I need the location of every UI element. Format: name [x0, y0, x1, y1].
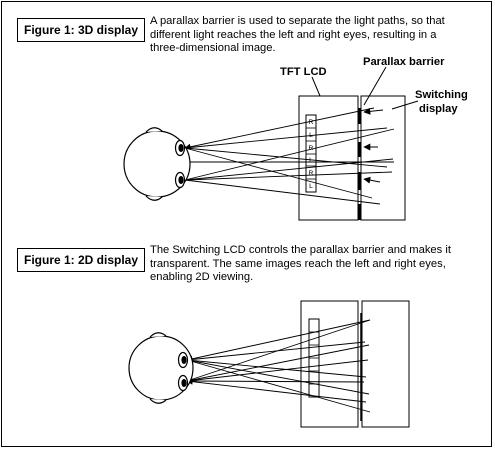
- pixel-label-r3: R: [309, 170, 314, 177]
- pixel-label-l3: L: [309, 183, 313, 190]
- figure-3d-caption-line-1: A parallax barrier is used to separate t…: [150, 15, 445, 27]
- figure-2d-caption-line-1: The Switching LCD controls the parallax …: [150, 244, 451, 256]
- figure-3d-caption-line-3: three-dimensional image.: [150, 42, 276, 55]
- parallax-barrier-label: Parallax barrier: [363, 56, 445, 68]
- switching-label-line-2: display: [419, 103, 458, 115]
- switching-display-panel: [360, 95, 406, 221]
- tft-lcd-panel: [298, 95, 359, 221]
- ear-bottom-2d: [149, 398, 167, 404]
- figure-3d-caption-line-2: different light reaches the left and rig…: [150, 28, 437, 41]
- figure-3d-caption: A parallax barrier is used to separate t…: [150, 15, 445, 56]
- ear-bottom: [145, 195, 163, 201]
- switching-display-panel-2d: [361, 300, 410, 428]
- figure-2d-diagram: [128, 300, 410, 428]
- tft-lcd-label: TFT LCD: [280, 66, 327, 78]
- figure-2d-caption: The Switching LCD controls the parallax …: [150, 244, 451, 285]
- light-paths-2d: [186, 319, 371, 413]
- parallax-barrier-leader: [363, 66, 387, 106]
- light-paths-3d: [184, 107, 395, 205]
- pixel-label-r2: R: [309, 145, 314, 152]
- ear-top: [145, 127, 163, 133]
- tft-lcd-panel-2d: [300, 300, 359, 428]
- figure-3d-diagram: TFT LCD Parallax barrier Switching displ…: [123, 56, 468, 221]
- ear-top-2d: [149, 332, 167, 338]
- figure-2d-caption-line-3: enabling 2D viewing.: [150, 271, 254, 284]
- figure-2d-title: Figure 1: 2D display: [17, 248, 146, 272]
- figure-3d-title: Figure 1: 3D display: [17, 18, 146, 42]
- barrier-arrows: [363, 107, 384, 184]
- viewer-head-3d: [123, 127, 191, 201]
- switching-label-line-1: Switching: [415, 89, 468, 101]
- pixel-label-r1: R: [309, 119, 314, 126]
- pixel-label-l2: L: [309, 157, 313, 164]
- viewer-head-2d: [128, 332, 194, 404]
- tft-lcd-leader: [311, 76, 321, 97]
- pixel-strip: [305, 114, 317, 193]
- figure-2d-caption-line-2: transparent. The same images reach the l…: [150, 257, 446, 270]
